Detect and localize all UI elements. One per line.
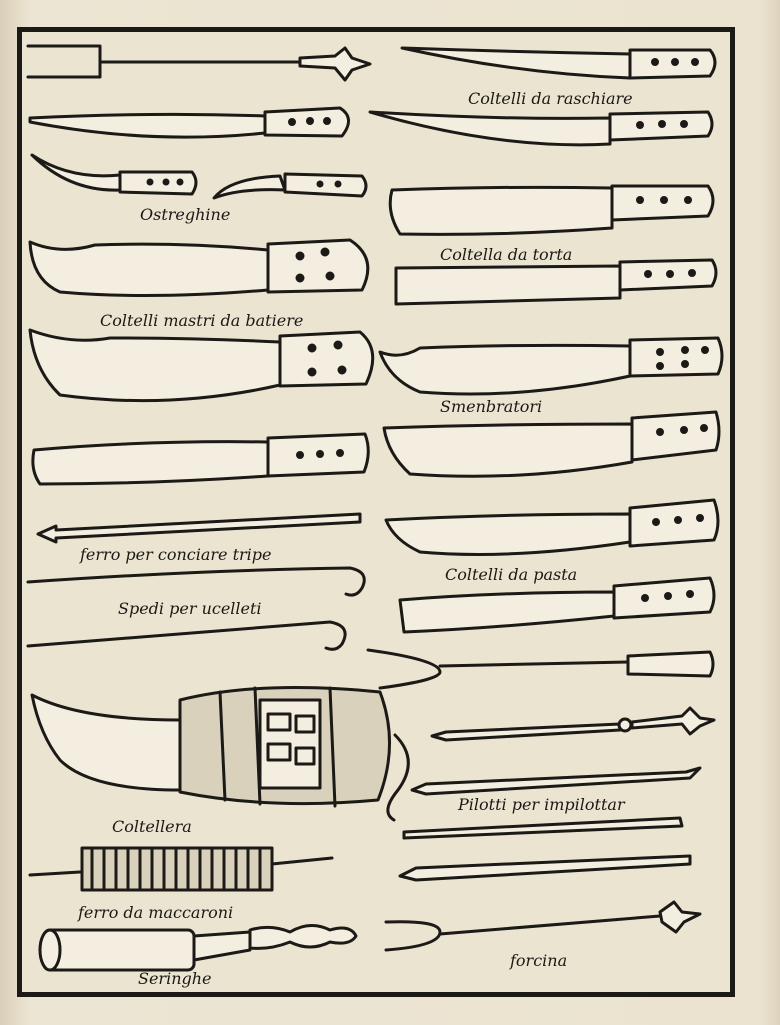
forcina-icon: [384, 900, 702, 952]
bird-spit-icon: [26, 566, 366, 597]
knife-icon: [31, 432, 370, 486]
label-coltellera: Coltellera: [112, 817, 192, 836]
scraping-knife-icon: [368, 110, 714, 147]
label-ferro-per-conciare-tripe: ferro per conciare tripe: [79, 545, 271, 564]
label-seringhe: Seringhe: [138, 969, 212, 988]
tripe-iron-icon: [36, 512, 362, 544]
cleaver-icon: [28, 328, 375, 403]
label-coltella-da-torta: Coltella da torta: [440, 245, 572, 264]
larding-spit-icon: [410, 766, 702, 796]
larding-spit-icon: [398, 854, 692, 882]
larding-spit-icon: [430, 706, 716, 742]
carving-knife-icon: [382, 410, 721, 478]
label-forcina: forcina: [509, 951, 567, 970]
syringe-icon: [38, 924, 358, 972]
knife-icon: [28, 106, 350, 139]
label-ostreghine: Ostreghine: [140, 205, 230, 224]
cake-knife-icon: [388, 184, 715, 236]
pastry-knife-icon: [394, 258, 718, 306]
fork-icon: [366, 648, 715, 690]
oyster-knife-icon: [30, 153, 198, 196]
label-coltelli-da-raschiare: Coltelli da raschiare: [468, 89, 633, 108]
label-spedi-per-uccelli: Spedi per ucelleti: [118, 599, 262, 618]
bird-spit-icon: [26, 620, 347, 651]
pasta-knife-icon: [384, 498, 720, 556]
label-coltelli-maestri-da-battere: Coltelli mastri da batiere: [100, 311, 303, 330]
knife-case-icon: [30, 686, 410, 822]
label-ferro-da-maccaroni: ferro da maccaroni: [77, 903, 233, 922]
oyster-knife-icon: [212, 172, 368, 200]
pasta-knife-icon: [398, 576, 716, 634]
cleaver-icon: [28, 238, 370, 298]
larding-spit-icon: [402, 816, 684, 840]
carving-knife-icon: [378, 336, 724, 396]
top-skewer-icon: [26, 44, 372, 82]
maccaroni-iron-icon: [28, 846, 334, 892]
label-pilotti-per-impilottar: Pilotti per impilottar: [457, 795, 626, 814]
scraping-knife-icon: [400, 46, 717, 80]
label-smenbratori: Smenbratori: [440, 397, 542, 416]
label-coltelli-da-pasta: Coltelli da pasta: [445, 565, 577, 584]
